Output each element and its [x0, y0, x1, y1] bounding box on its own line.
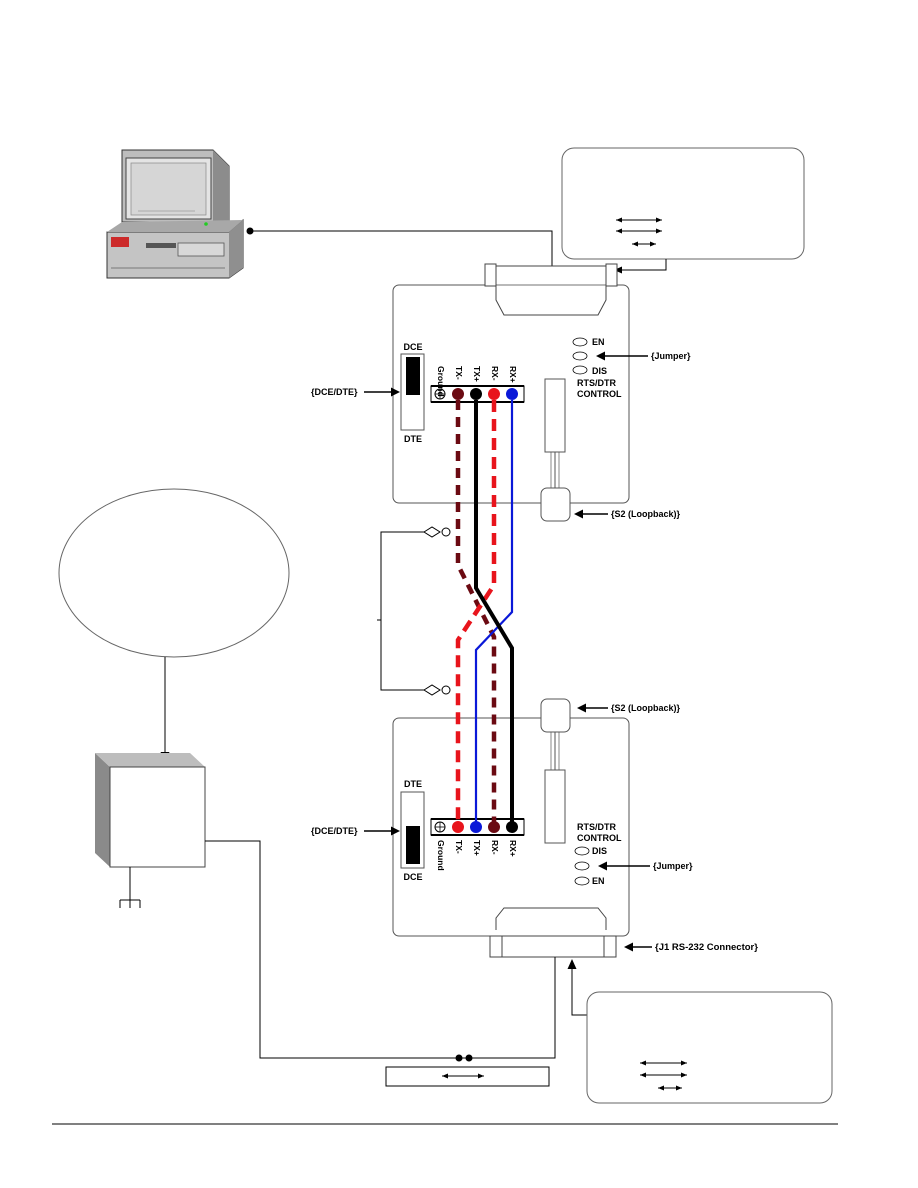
- callout-dce-dte-top: {DCE/DTE}: [311, 387, 400, 397]
- bottom-loopback-switch: [540, 698, 571, 844]
- top-db25-connector: [484, 263, 618, 316]
- bottom-control-label: CONTROL: [577, 833, 622, 843]
- top-rts-dtr-label: RTS/DTR: [577, 378, 616, 388]
- left-note-oval: [58, 488, 290, 658]
- callout-loopback-top: {S2 (Loopback)}: [574, 509, 681, 519]
- bottom-terminal-rx-plus: [506, 821, 518, 833]
- top-terminal-tx-minus: [452, 388, 464, 400]
- bottom-terminal-label-rx-plus: RX+: [508, 840, 518, 857]
- bottom-terminal-label-rx-minus: RX-: [490, 840, 500, 855]
- callout-dce-dte-bottom: {DCE/DTE}: [311, 826, 400, 836]
- wire-dark-red: [455, 400, 497, 825]
- callout-j1-connector: {J1 RS-232 Connector}: [624, 942, 758, 953]
- top-jumper-en-label: EN: [592, 337, 605, 347]
- bottom-terminal-label-tx-minus: TX-: [454, 840, 464, 854]
- top-control-label: CONTROL: [577, 389, 622, 399]
- top-terminal-rx-minus: [488, 388, 500, 400]
- top-dce-dte-switch: DCE DTE: [400, 342, 425, 444]
- device-cable: [205, 840, 556, 1059]
- dce-dte-bottom-label: {DCE/DTE}: [311, 826, 358, 836]
- loopback-bottom-label: {S2 (Loopback)}: [611, 703, 681, 713]
- top-loopback-switch: [540, 378, 571, 522]
- top-terminal-label-ground: Ground: [436, 366, 446, 397]
- bottom-pinout-callout: [567, 959, 833, 1104]
- top-terminal-label-rx-plus: RX+: [508, 366, 518, 383]
- top-terminal-label-rx-minus: RX-: [490, 366, 500, 381]
- top-rts-dtr-jumper: EN DIS RTS/DTR CONTROL: [572, 337, 622, 399]
- wire-red: [455, 400, 497, 825]
- callout-loopback-bottom: {S2 (Loopback)}: [577, 703, 681, 713]
- top-terminal-label-tx-plus: TX+: [472, 366, 482, 382]
- bottom-terminal-label-tx-plus: TX+: [472, 840, 482, 856]
- top-jumper-dis-label: DIS: [592, 366, 607, 376]
- top-switch-dte-label: DTE: [404, 434, 422, 444]
- callout-jumper-top: {Jumper}: [596, 351, 691, 361]
- bottom-terminal-block: Ground TX- TX+ RX- RX+: [430, 818, 525, 871]
- bottom-jumper-dis-label: DIS: [592, 846, 607, 856]
- bottom-terminal-tx-minus: [452, 821, 464, 833]
- bottom-db25-connector: [489, 907, 617, 958]
- bottom-rts-dtr-label: RTS/DTR: [577, 822, 616, 832]
- serial-device-box: [95, 753, 206, 868]
- bottom-jumper-en-label: EN: [592, 876, 605, 886]
- bottom-rts-dtr-jumper: RTS/DTR CONTROL DIS EN: [574, 822, 622, 886]
- computer-icon: [106, 149, 244, 279]
- bottom-switch-dte-label: DTE: [404, 779, 422, 789]
- ground-symbol-icon: [119, 867, 141, 908]
- top-converter-module: DCE DTE Ground TX- TX+ RX- RX+ EN: [392, 263, 630, 522]
- top-terminal-label-tx-minus: TX-: [454, 366, 464, 380]
- bottom-switch-dce-label: DCE: [403, 872, 422, 882]
- top-terminal-rx-plus: [506, 388, 518, 400]
- bottom-converter-module: DTE DCE Ground TX- TX+ RX- RX+ RTS/DTR C…: [392, 698, 630, 958]
- computer-cable: [250, 230, 553, 268]
- loopback-top-label: {S2 (Loopback)}: [611, 509, 681, 519]
- wire-blue: [474, 400, 514, 825]
- top-switch-dce-label: DCE: [403, 342, 422, 352]
- dce-dte-top-label: {DCE/DTE}: [311, 387, 358, 397]
- bottom-terminal-label-ground: Ground: [436, 840, 446, 871]
- cable-junction-dot-right: [465, 1054, 473, 1062]
- wire-black: [474, 400, 514, 825]
- bottom-terminal-tx-plus: [470, 821, 482, 833]
- jumper-top-label: {Jumper}: [651, 351, 691, 361]
- callout-jumper-bottom: {Jumper}: [598, 861, 693, 871]
- top-terminal-tx-plus: [470, 388, 482, 400]
- jumper-bottom-label: {Jumper}: [653, 861, 693, 871]
- bottom-dce-dte-switch: DTE DCE: [400, 779, 425, 882]
- cable-length-bracket: [377, 526, 451, 696]
- signal-direction-box: [385, 1066, 550, 1087]
- j1-connector-label: {J1 RS-232 Connector}: [655, 942, 758, 953]
- cable-junction-dot-left: [455, 1054, 463, 1062]
- twisted-pair-cable: [455, 400, 514, 825]
- bottom-terminal-rx-minus: [488, 821, 500, 833]
- top-pinout-callout-box: [561, 147, 805, 274]
